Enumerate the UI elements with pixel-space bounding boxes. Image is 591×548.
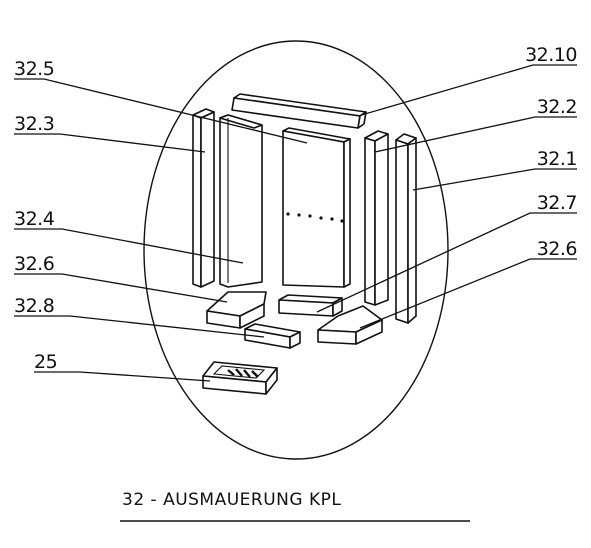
label-32-4: 32.4 — [14, 208, 55, 230]
part-32-6-floor-corner-left — [206, 291, 267, 329]
part-32-1-side-panel — [395, 133, 417, 324]
label-25: 25 — [34, 351, 57, 373]
label-32-8: 32.8 — [14, 295, 54, 317]
diagram-title: 32 - AUSMAUERUNG KPL — [122, 490, 341, 510]
highlight-fill — [219, 114, 263, 288]
grate-bars — [227, 368, 259, 378]
part-32-8-floor-brick — [244, 323, 301, 349]
label-32-7: 32.7 — [537, 192, 577, 214]
part-32-2-side-panel — [364, 130, 389, 306]
parts-boundary-ellipse — [143, 40, 449, 460]
label-32-1: 32.1 — [537, 148, 577, 170]
label-32-5: 32.5 — [14, 58, 54, 80]
part-25-grate — [202, 361, 278, 395]
label-32-6-left: 32.6 — [14, 253, 54, 275]
leader-lines — [14, 64, 577, 382]
part-32-10-baffle — [231, 93, 367, 129]
dotted-division — [286, 212, 344, 223]
part-32-5-back-wall — [282, 127, 351, 288]
label-32-6-right: 32.6 — [537, 238, 577, 260]
part-32-7-floor-brick — [278, 294, 343, 317]
label-32-2: 32.2 — [537, 96, 577, 118]
part-32-4-highlighted-panel — [219, 114, 263, 288]
label-32-3: 32.3 — [14, 113, 54, 135]
label-32-10: 32.10 — [525, 44, 577, 66]
part-32-3-side-panel — [192, 108, 215, 288]
